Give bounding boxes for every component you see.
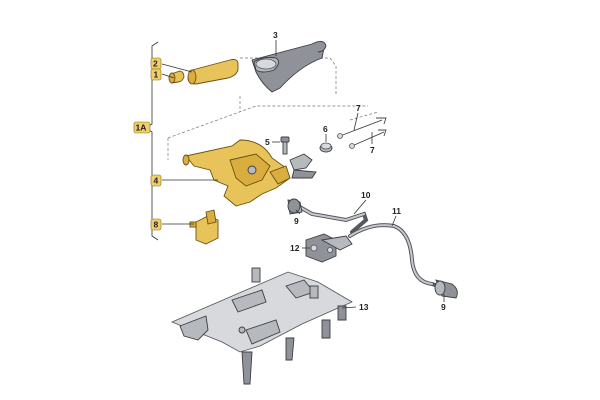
cable-clip-part-7-lower <box>349 129 387 149</box>
callout-9-lower: 9 <box>441 302 446 312</box>
callout-8-badge <box>150 218 162 231</box>
leader-lines <box>161 40 445 309</box>
lever-linkage <box>289 153 317 179</box>
callout-labels: 2 1 3 1A 5 6 7 7 4 10 11 9 8 12 9 13 <box>133 30 446 312</box>
callout-10: 10 <box>361 190 371 200</box>
release-button-part-1 <box>168 70 185 84</box>
callout-7-upper: 7 <box>356 103 361 113</box>
cable-bracket-part-12 <box>305 233 353 263</box>
callout-4-badge <box>150 174 162 187</box>
callout-1-badge <box>150 68 162 81</box>
callout-1a: 1A <box>136 123 147 133</box>
callout-4: 4 <box>154 176 159 186</box>
callout-1: 1 <box>154 70 159 80</box>
gaiter-boot-part-3 <box>251 41 327 93</box>
callout-12: 12 <box>290 243 300 253</box>
callout-3: 3 <box>273 30 278 40</box>
cable-clip-part-7-upper <box>337 117 387 139</box>
callout-2: 2 <box>153 59 158 69</box>
callout-5: 5 <box>265 137 270 147</box>
handbrake-lever-part-4 <box>182 139 291 207</box>
callout-7-lower: 7 <box>370 145 375 155</box>
callout-1a-badge <box>133 121 151 134</box>
bushing-part-6 <box>319 142 333 153</box>
cable-part-10 <box>287 198 369 234</box>
cable-part-11 <box>348 223 458 299</box>
bolt-part-5 <box>280 136 290 155</box>
callout-9-upper: 9 <box>294 216 299 226</box>
callout-11: 11 <box>392 206 401 216</box>
callout-6: 6 <box>323 124 328 134</box>
switch-part-8 <box>189 209 219 245</box>
handle-grip-part-2 <box>187 59 239 85</box>
callout-8: 8 <box>154 220 159 230</box>
base-plate-part-13 <box>170 267 353 385</box>
callout-13: 13 <box>359 302 369 312</box>
